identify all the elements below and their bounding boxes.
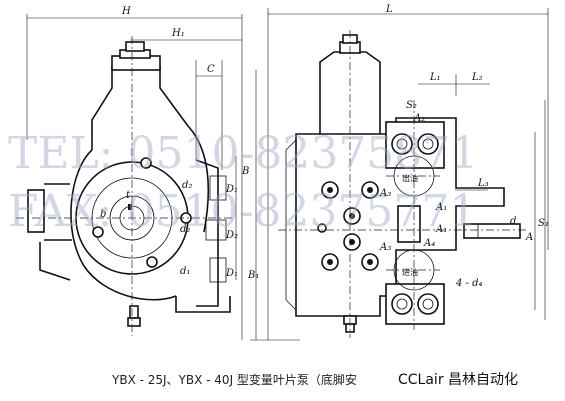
brand-backdrop xyxy=(392,368,560,390)
label-B1: B₁ xyxy=(247,270,259,281)
label-d2-mid: d₂ xyxy=(180,224,190,235)
label-H: H xyxy=(121,6,131,17)
label-port-top: 出油 xyxy=(402,173,418,183)
label-A3-lower: A₃ xyxy=(379,242,391,253)
watermark-tel: TEL: 0510-82375871 xyxy=(8,128,478,179)
brand-watermark: CCLair 昌林自动化 xyxy=(398,372,518,388)
caption: YBX - 25J、YBX - 40J 型变量叶片泵（底脚安 xyxy=(111,372,357,387)
label-port-bottom: 进油 xyxy=(402,267,418,277)
label-L1: L₁ xyxy=(429,72,441,83)
label-t: t xyxy=(126,190,131,201)
label-D1-top: D₁ xyxy=(225,184,238,195)
label-S1: S₁ xyxy=(538,218,549,229)
left-view xyxy=(16,14,243,340)
label-B: B xyxy=(241,166,249,177)
watermark-fax: FAX: 0510-82375771 xyxy=(8,186,477,237)
label-L3: L₃ xyxy=(477,178,489,189)
label-L2: L₂ xyxy=(471,72,483,83)
label-d: d xyxy=(510,216,516,227)
label-A1-upper: A₁ xyxy=(435,202,447,213)
label-A: A xyxy=(525,232,533,243)
label-D1-bottom: D₁ xyxy=(225,268,238,279)
label-A3-upper: A₃ xyxy=(379,188,391,199)
label-C: C xyxy=(207,64,215,75)
right-view xyxy=(250,8,549,341)
label-d2-top: d₂ xyxy=(182,180,192,191)
label-L: L xyxy=(385,4,393,15)
label-d1: d₁ xyxy=(180,266,190,277)
label-S2: S₂ xyxy=(406,100,417,111)
bolt-pattern xyxy=(317,181,379,271)
label-A2: A₂ xyxy=(413,113,425,124)
label-b: b xyxy=(100,209,106,220)
label-holes: 4 - d₄ xyxy=(455,278,483,289)
label-A1-lower: A₁ xyxy=(435,224,447,235)
label-A4: A₄ xyxy=(423,238,435,249)
label-D2: D₂ xyxy=(225,230,238,241)
label-H1: H₁ xyxy=(171,28,185,39)
